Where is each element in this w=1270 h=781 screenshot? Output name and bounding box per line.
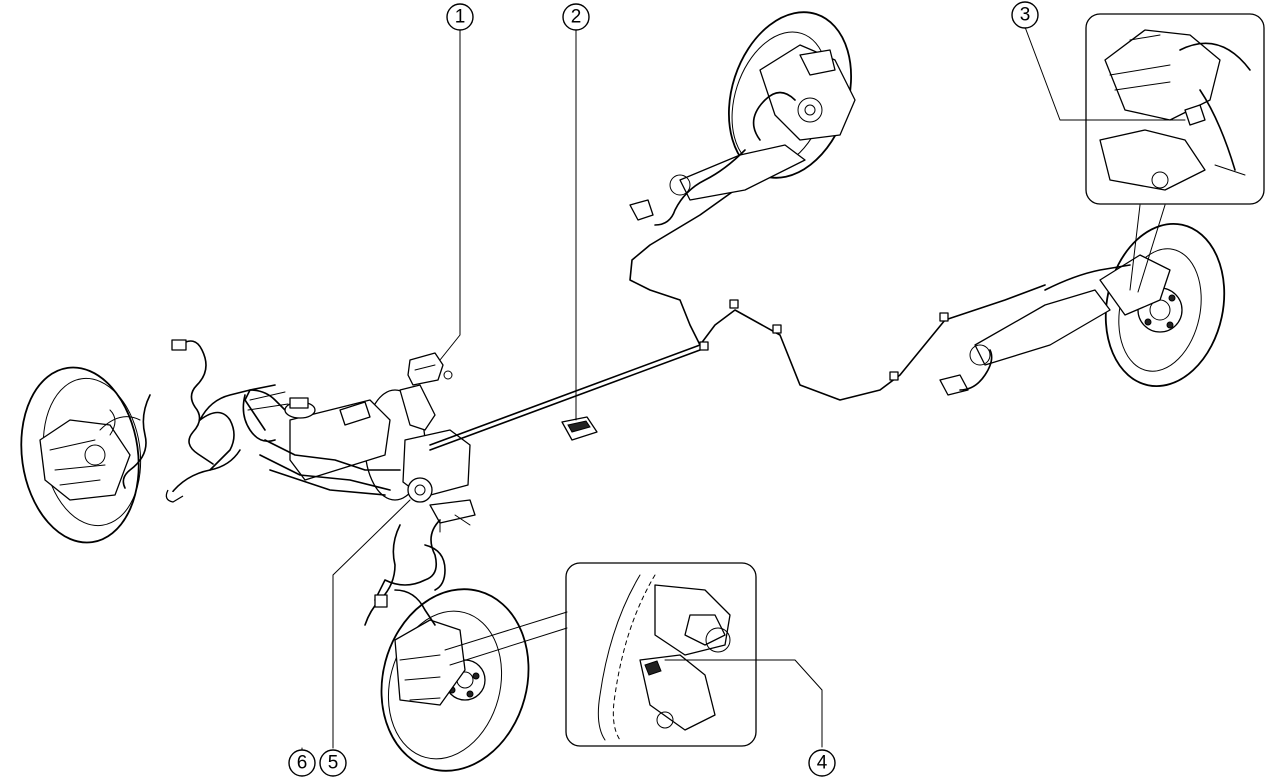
- hydraulic-unit-assembly: [244, 384, 476, 533]
- inset-4-detail: [565, 562, 757, 747]
- callout-1-leader: [439, 29, 461, 361]
- callout-5-leader: [332, 499, 411, 749]
- front-right-wheel: [380, 588, 530, 772]
- rear-right-wheel: [939, 222, 1226, 396]
- inset-3-pointer-b: [1137, 204, 1166, 293]
- front-left-brake-line: [199, 389, 291, 443]
- callout-2-label: 2: [571, 7, 582, 28]
- callout-1-label: 1: [455, 7, 466, 28]
- callout-5-label: 5: [328, 753, 339, 774]
- inset-4-pointer-a: [444, 611, 568, 651]
- rear-left-wheel: [629, 11, 856, 226]
- callout-3-leader: [1024, 26, 1186, 121]
- inset-3-detail: [1085, 13, 1265, 205]
- component-1-sensor: [407, 352, 453, 386]
- callout-2: 2: [562, 3, 590, 31]
- callout-6-label: 6: [297, 753, 308, 774]
- callout-3-label: 3: [1020, 5, 1031, 26]
- callout-3: 3: [1011, 1, 1039, 29]
- inset-4-pointer-b: [449, 627, 568, 666]
- callout-1: 1: [446, 3, 474, 31]
- front-left-wheel: [20, 366, 142, 544]
- front-left-sensor-harness: [122, 339, 241, 503]
- callout-6: 6: [288, 749, 316, 777]
- callout-4-leader: [664, 659, 823, 748]
- rear-brake-line: [429, 189, 1046, 451]
- component-2-switch: [561, 416, 598, 441]
- front-right-sensor-harness: [364, 519, 446, 626]
- callout-4: 4: [808, 749, 836, 777]
- callout-4-label: 4: [817, 753, 828, 774]
- inset-3-pointer-a: [1129, 204, 1141, 291]
- callout-5: 5: [319, 749, 347, 777]
